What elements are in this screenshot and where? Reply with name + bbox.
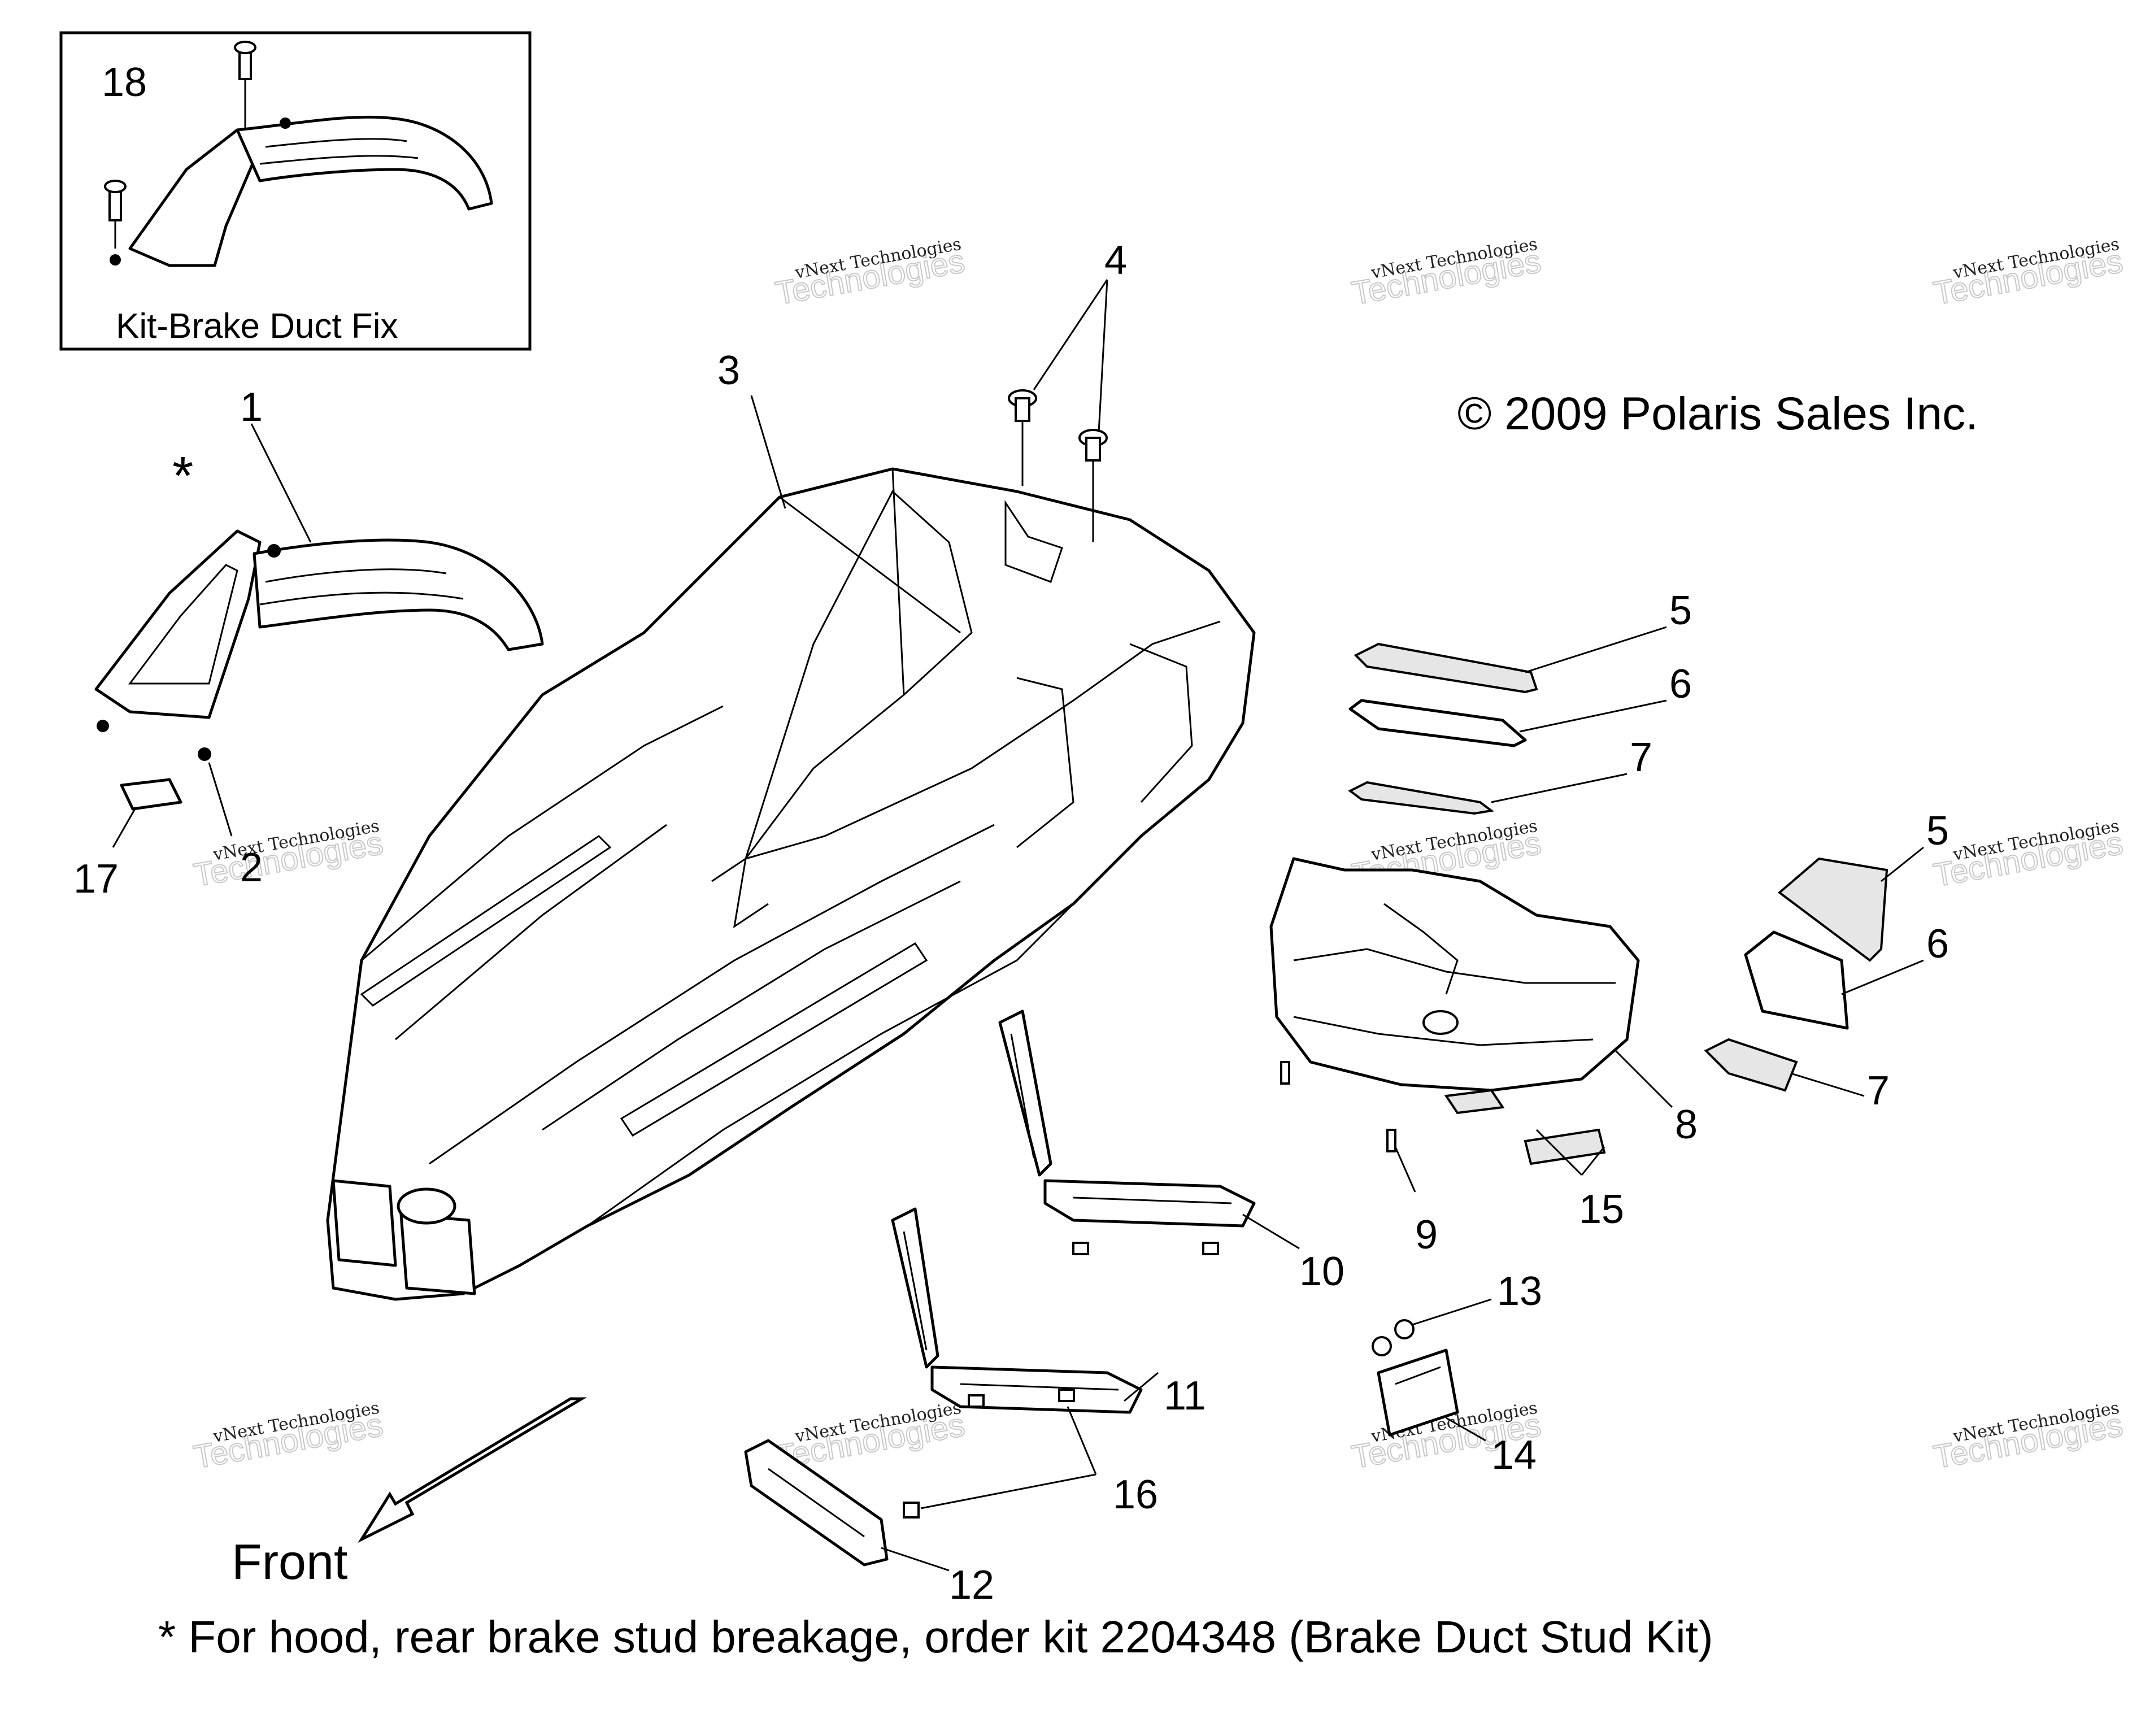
part-10-grille — [998, 1010, 1256, 1228]
part-6-side-foam — [1744, 930, 1849, 1030]
part-2-fastener — [198, 747, 211, 761]
part-14-bracket — [1377, 1348, 1459, 1437]
callout-numbers: 1 2 3 4 5 6 7 5 6 7 8 9 10 11 12 13 14 1… — [73, 238, 1949, 1608]
callout-7-side: 7 — [1867, 1068, 1890, 1113]
part-15-strips — [1444, 1089, 1606, 1165]
watermark: Technologies vNext Technologies — [1930, 234, 2126, 312]
watermark: Technologies vNext Technologies — [190, 1398, 386, 1476]
callout-7-upper: 7 — [1630, 735, 1652, 780]
inset-brake-duct-illustration — [104, 41, 493, 267]
part-16-clips — [903, 1242, 1219, 1519]
part-17-pad — [120, 778, 182, 811]
callout-3: 3 — [717, 348, 740, 393]
front-label: Front — [232, 1534, 347, 1590]
part-5-upper-filter — [1354, 642, 1538, 694]
callout-14: 14 — [1491, 1433, 1537, 1478]
footnote-text: * For hood, rear brake stud breakage, or… — [158, 1612, 1713, 1662]
callout-9: 9 — [1415, 1212, 1438, 1258]
part-3-hood — [326, 467, 1256, 1301]
part-6-upper-foam — [1348, 699, 1527, 747]
callout-2: 2 — [240, 845, 263, 890]
inset-border — [59, 31, 532, 351]
front-direction-arrow — [358, 1397, 588, 1543]
callout-6-side: 6 — [1926, 921, 1949, 967]
copyright-text: © 2009 Polaris Sales Inc. — [1457, 388, 1978, 440]
part-8-airbox — [1269, 857, 1640, 1092]
callout-4: 4 — [1104, 238, 1127, 283]
part-9-screw — [1280, 1061, 1396, 1152]
part-7-upper-screen — [1348, 781, 1494, 815]
asterisk-mark: * — [172, 446, 193, 506]
part-11-grille — [891, 1207, 1143, 1414]
part-12-lower-grille — [744, 1439, 889, 1567]
watermark: Technologies vNext Technologies — [1930, 816, 2126, 894]
part-13-nuts — [1372, 1319, 1415, 1356]
inset-kit-box: 18 Kit-Brake Duct Fix — [59, 31, 532, 351]
inset-number: 18 — [102, 60, 147, 105]
callout-6-upper: 6 — [1669, 662, 1692, 707]
watermark: Technologies vNext Technologies — [1348, 234, 1544, 312]
callout-11: 11 — [1164, 1373, 1206, 1419]
callout-12: 12 — [949, 1563, 994, 1608]
part-4-fasteners — [1008, 389, 1108, 542]
callout-8: 8 — [1675, 1102, 1698, 1147]
callout-17: 17 — [73, 856, 119, 902]
callout-16: 16 — [1113, 1472, 1158, 1517]
leader-lines — [112, 279, 1924, 1572]
watermark: Technologies vNext Technologies — [1930, 1398, 2126, 1476]
callout-5-upper: 5 — [1669, 588, 1692, 633]
inset-title: Kit-Brake Duct Fix — [116, 307, 398, 346]
part-1-brake-duct — [94, 529, 544, 732]
part-5-side-filter — [1777, 857, 1888, 962]
watermark: Technologies vNext Technologies — [190, 816, 386, 894]
callout-10: 10 — [1299, 1249, 1344, 1294]
callout-13: 13 — [1497, 1269, 1542, 1314]
watermark: Technologies vNext Technologies — [772, 234, 968, 312]
callout-5-side: 5 — [1926, 808, 1949, 854]
callout-15: 15 — [1579, 1187, 1624, 1232]
part-7-side-screen — [1704, 1038, 1798, 1092]
callout-1: 1 — [240, 385, 263, 430]
